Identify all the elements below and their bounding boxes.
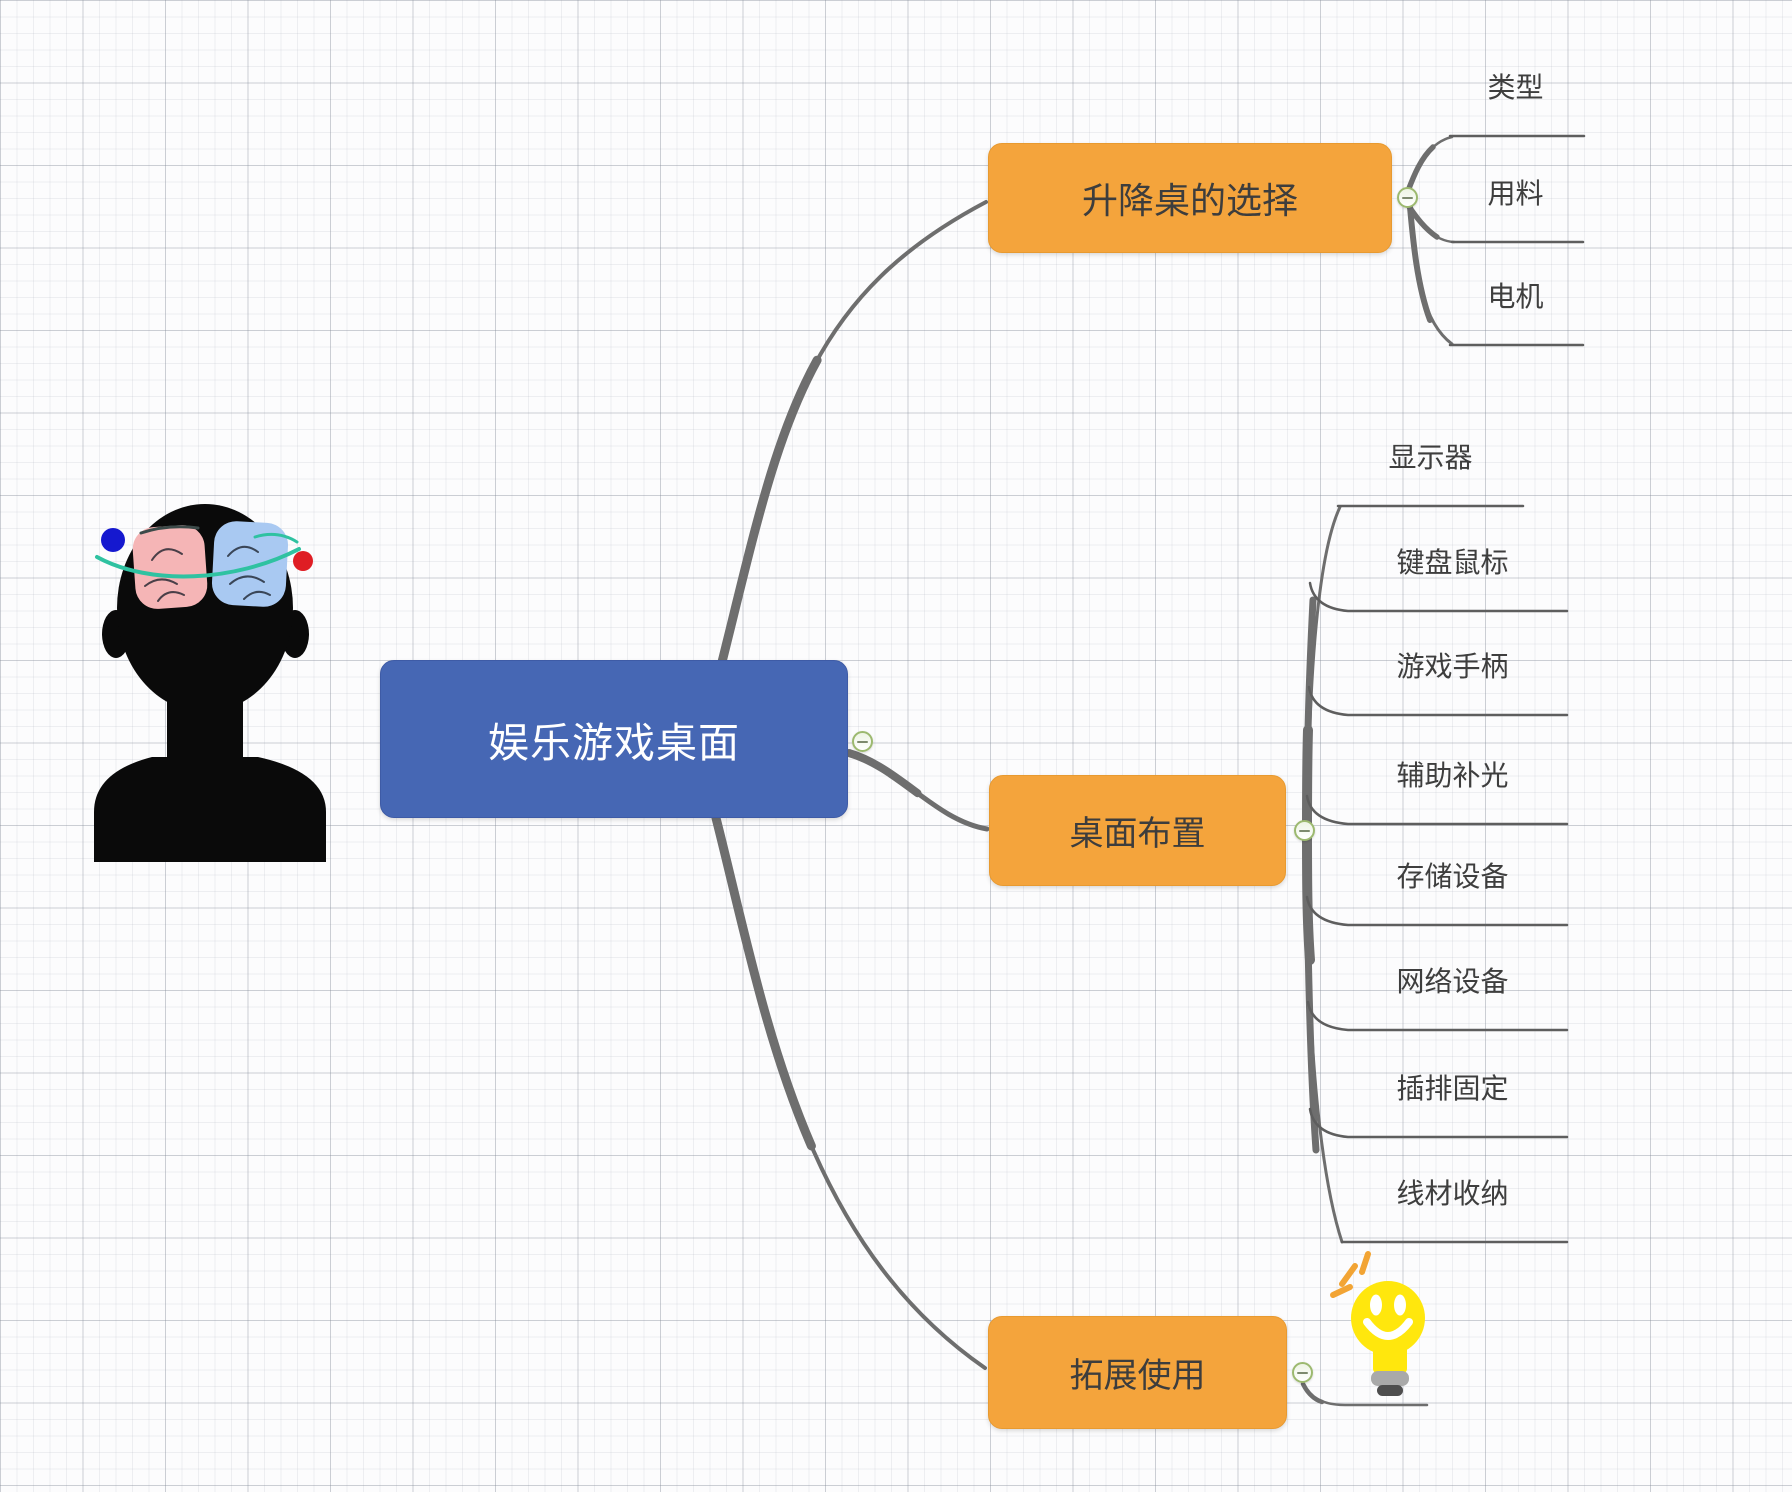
connector-root-to-branch1-thick: [845, 749, 922, 798]
collapse-button-branch1[interactable]: [1294, 820, 1315, 841]
underline-child-键盘鼠标: [1308, 581, 1569, 613]
underline-child-辅助补光: [1305, 794, 1569, 826]
subtopic-motor[interactable]: 电机: [1487, 281, 1544, 312]
collapse-button-root[interactable]: [852, 731, 873, 752]
collapse-minus-icon: [1402, 196, 1413, 199]
connector-root-to-branch0: [720, 200, 988, 664]
bulb-right-eye: [1394, 1294, 1406, 1316]
bulb-smile: [1363, 1318, 1413, 1340]
root-topic[interactable]: 娱乐游戏桌面: [380, 660, 848, 818]
bust-shape: [94, 757, 326, 862]
bulb-base-band: [1371, 1371, 1409, 1386]
connector-root-to-branch2-thick: [711, 813, 816, 1151]
orbit-curve-top-left: [139, 525, 200, 535]
subtopic-type[interactable]: 类型: [1487, 72, 1544, 103]
brain-right-squiggles: [227, 545, 271, 600]
fan-to-child0-thick: [1405, 144, 1436, 194]
underline-child-存储设备: [1305, 895, 1569, 927]
bulb-left-eye: [1370, 1294, 1382, 1316]
branch2-child-connectors: [1300, 1381, 1429, 1407]
subtopic-gamepad[interactable]: 游戏手柄: [1396, 651, 1509, 682]
collapse-button-branch2[interactable]: [1292, 1362, 1313, 1383]
underline-child-插排固定: [1308, 1107, 1569, 1139]
subtopic-material[interactable]: 用料: [1487, 178, 1544, 209]
red-dot: [293, 551, 313, 571]
lightbulb-rays: [1330, 1251, 1371, 1298]
subtopic-fill-light[interactable]: 辅助补光: [1396, 760, 1509, 791]
collapse-button-branch0[interactable]: [1397, 187, 1418, 208]
collapse-minus-icon: [1299, 829, 1310, 832]
blue-dot: [101, 528, 125, 552]
underline-child-lightbulb-thick: [1300, 1381, 1325, 1405]
branch-topic-label: 拓展使用: [1069, 1357, 1206, 1395]
brain-left-lobe: [132, 525, 208, 609]
subtopic-keyboard-mouse[interactable]: 键盘鼠标: [1396, 547, 1509, 578]
connector-root-to-branch0-thick: [717, 355, 822, 667]
trunk-core: [1302, 725, 1315, 965]
orbit-curve-upper: [253, 532, 299, 544]
bulb-glass: [1351, 1281, 1425, 1355]
branch-topic-desktop-layout[interactable]: 桌面布置: [989, 775, 1286, 886]
root-topic-label: 娱乐游戏桌面: [488, 720, 740, 766]
subtopic-network[interactable]: 网络设备: [1396, 966, 1509, 997]
subtopic-storage[interactable]: 存储设备: [1396, 861, 1509, 892]
branch-topic-extended-use[interactable]: 拓展使用: [988, 1316, 1287, 1429]
bulb-base-cap: [1377, 1385, 1403, 1396]
underline-child-网络设备: [1306, 1000, 1569, 1032]
branch0-child-connectors: [1405, 134, 1586, 347]
subtopic-power-strip[interactable]: 插排固定: [1396, 1073, 1509, 1104]
brain-right-lobe: [211, 521, 289, 607]
lightbulb-smiley-icon[interactable]: [1330, 1251, 1425, 1396]
collapse-minus-icon: [857, 740, 868, 743]
branch-connectors: [711, 200, 990, 1370]
fan-to-child2-thick: [1407, 204, 1433, 323]
branch-topic-label: 升降桌的选择: [1081, 180, 1298, 221]
collapse-minus-icon: [1297, 1371, 1308, 1374]
subtopic-monitor[interactable]: 显示器: [1388, 442, 1473, 473]
underline-child-游戏手柄: [1307, 685, 1569, 717]
bulb-neck: [1373, 1345, 1407, 1373]
branch-topic-lifting-desk[interactable]: 升降桌的选择: [988, 143, 1392, 253]
branch-topic-label: 桌面布置: [1069, 815, 1206, 853]
fan-to-child0: [1406, 135, 1454, 193]
subtopic-cable-storage[interactable]: 线材收纳: [1396, 1178, 1509, 1209]
brain-left-squiggles: [144, 548, 185, 602]
orbit-curve: [95, 547, 301, 579]
connector-root-to-branch2: [714, 816, 987, 1370]
head-brain-illustration[interactable]: [94, 504, 326, 862]
